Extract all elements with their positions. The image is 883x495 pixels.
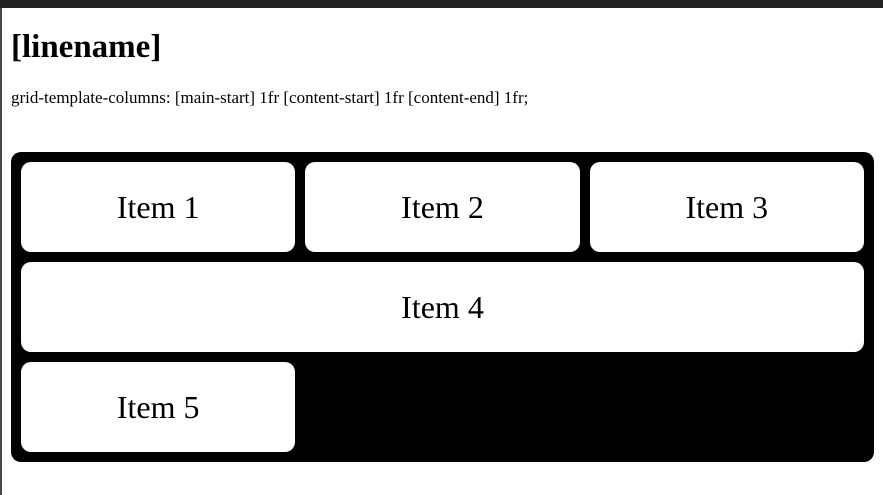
window-left-edge	[0, 8, 2, 495]
grid-container: Item 1 Item 2 Item 3 Item 4 Item 5	[11, 152, 874, 463]
page-content: [linename] grid-template-columns: [main-…	[2, 8, 883, 495]
page-title: [linename]	[11, 29, 162, 65]
grid-item-2: Item 2	[305, 162, 580, 253]
grid-item-3: Item 3	[589, 162, 864, 253]
window-top-edge	[0, 0, 883, 8]
grid-item-1: Item 1	[21, 162, 296, 253]
grid-item-4: Item 4	[21, 262, 864, 353]
grid-item-5: Item 5	[21, 362, 296, 453]
grid-template-columns-rule-text: grid-template-columns: [main-start] 1fr …	[11, 87, 529, 107]
